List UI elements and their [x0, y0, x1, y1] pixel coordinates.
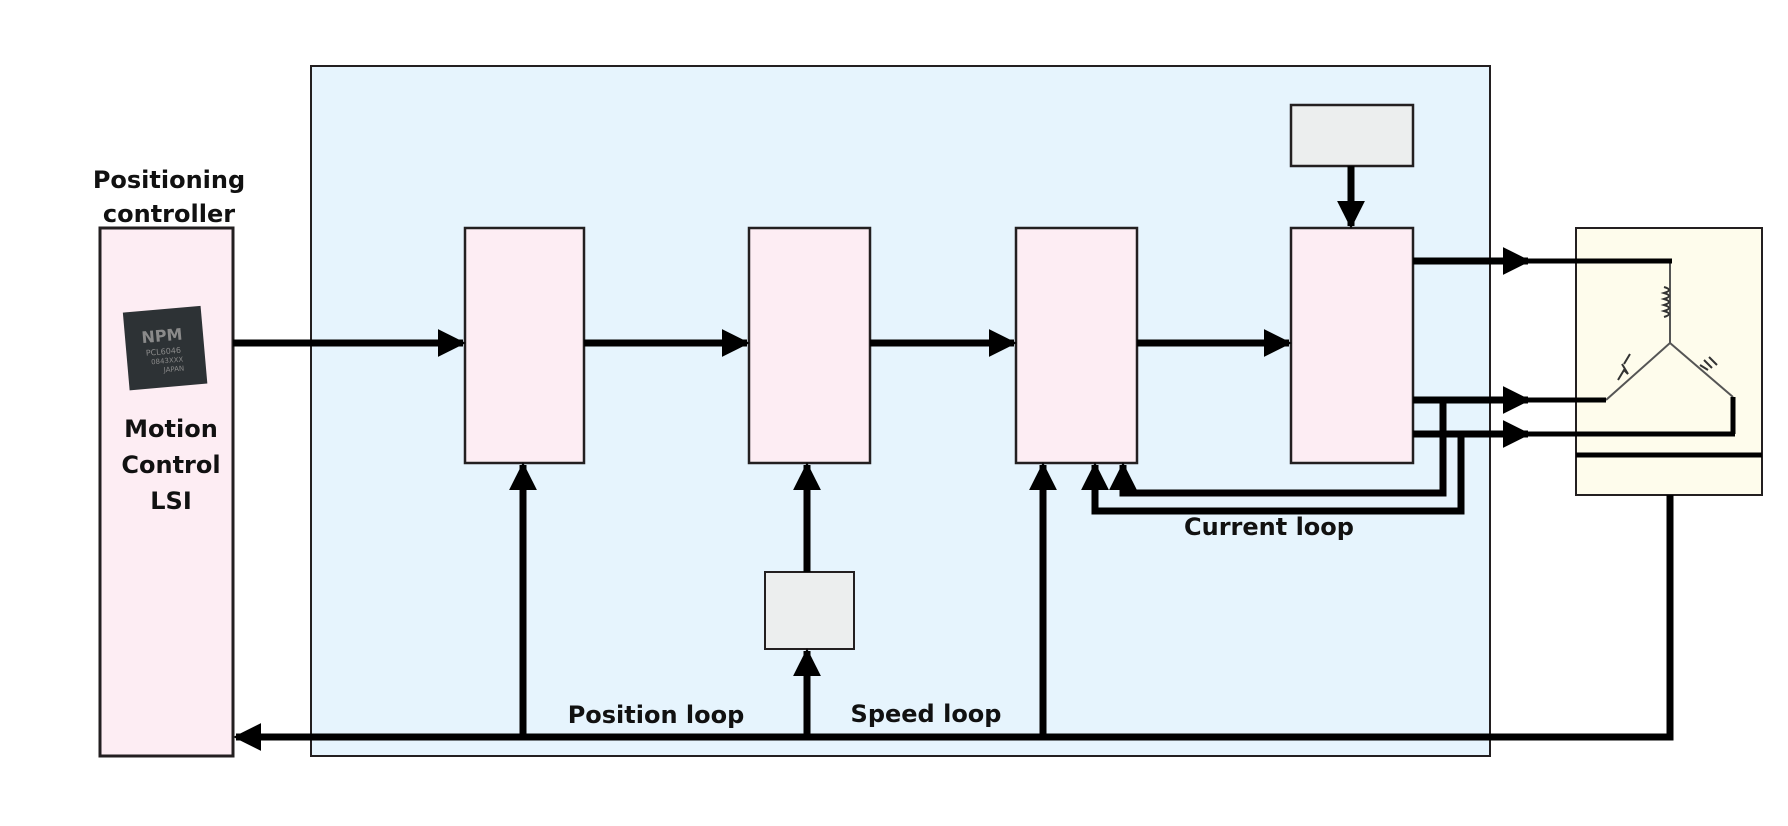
- speed-detection-block: [764, 571, 855, 650]
- position-loop-label: Position loop: [568, 701, 745, 729]
- power-supply-block: [1289, 103, 1415, 168]
- current-feedback-line-2: [1081, 434, 1465, 515]
- svg-text:0843XXX: 0843XXX: [151, 356, 184, 367]
- speed-loop-label: Speed loop: [851, 700, 1002, 728]
- svg-text:NPM: NPM: [141, 325, 184, 348]
- motor-winding-star-icon: [1605, 261, 1736, 434]
- position-control-block: [463, 226, 586, 465]
- motion-control-chip-image: NPM PCL6046 0843XXX JAPAN: [122, 305, 208, 391]
- encoder-feedback-line: [233, 495, 1674, 751]
- svg-text:PCL6046: PCL6046: [145, 346, 181, 358]
- controller-body-line3: LSI: [150, 487, 192, 515]
- inverter-block: [1289, 226, 1415, 465]
- speed-control-block: [747, 226, 872, 465]
- controller-body-line2: Control: [121, 451, 220, 479]
- svg-text:JAPAN: JAPAN: [162, 365, 184, 375]
- controller-title-line1: Positioning: [93, 166, 245, 194]
- controller-title-line2: controller: [103, 200, 235, 228]
- current-control-block: [1014, 226, 1139, 465]
- current-loop-label: Current loop: [1184, 513, 1354, 541]
- current-feedback-line-1: [1109, 400, 1447, 497]
- controller-body-line1: Motion: [124, 415, 218, 443]
